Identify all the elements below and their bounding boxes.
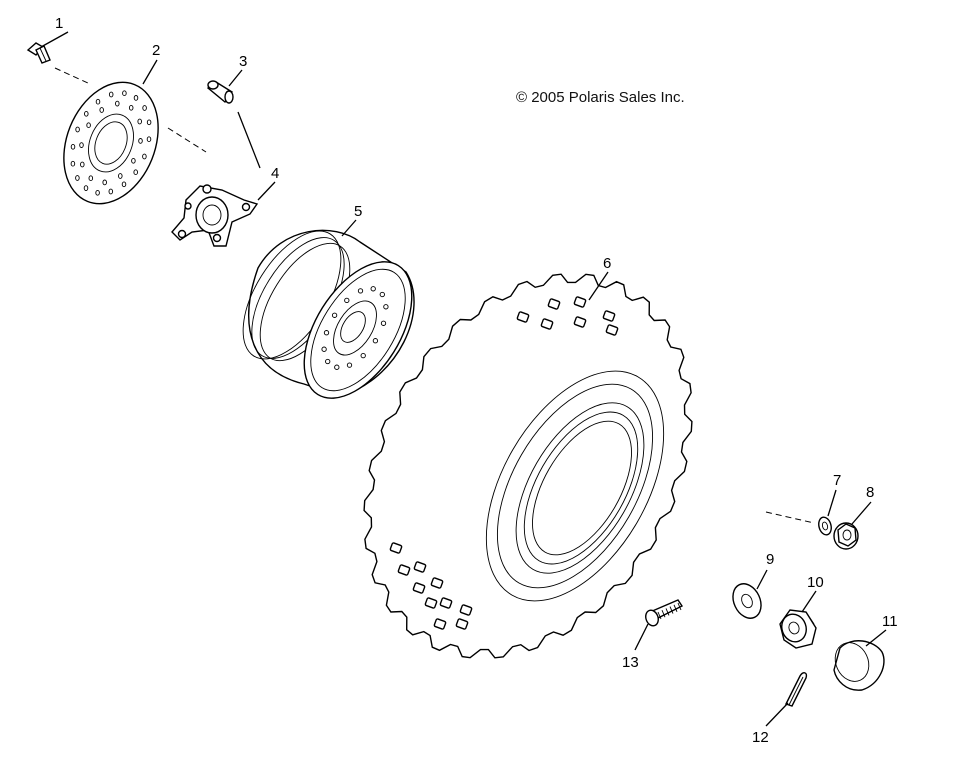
callout-12: 12: [752, 729, 769, 746]
callout-7: 7: [833, 472, 842, 489]
cap-icon: [833, 640, 885, 691]
stud-icon: [206, 80, 234, 104]
copyright-notice: © 2005 Polaris Sales Inc.: [516, 89, 685, 106]
callout-8: 8: [866, 484, 875, 501]
hub-icon: [171, 184, 259, 247]
cotter-pin-icon: [785, 672, 808, 707]
callout-9: 9: [766, 551, 775, 568]
washer-icon: [732, 583, 762, 619]
tire-icon: [363, 273, 693, 659]
brake-disc-icon: [63, 81, 159, 205]
callout-13: 13: [622, 654, 639, 671]
wheel-rim-icon: [242, 229, 415, 399]
bolt-icon: [26, 42, 51, 64]
callout-1: 1: [55, 15, 64, 32]
callout-11: 11: [882, 613, 898, 630]
callout-5: 5: [354, 203, 363, 220]
callout-2: 2: [152, 42, 161, 59]
leader-lines: [40, 31, 887, 727]
callout-6: 6: [603, 255, 612, 272]
callout-3: 3: [239, 53, 248, 70]
nut-icon: [833, 522, 859, 550]
callout-4: 4: [271, 165, 280, 182]
callout-10: 10: [807, 574, 824, 591]
valve-stem-icon: [645, 599, 684, 627]
washer-icon: [818, 516, 832, 536]
nut-icon: [779, 609, 817, 649]
